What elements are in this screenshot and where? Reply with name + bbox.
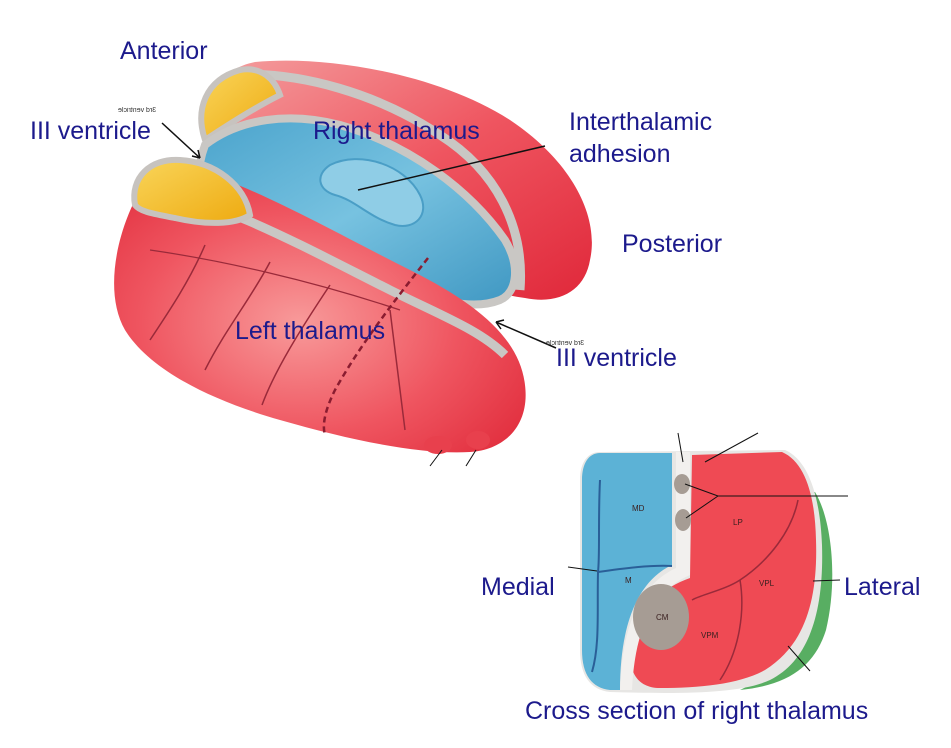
arrow-head-bottom	[495, 319, 505, 330]
interthalamic-adhesion-shape	[319, 158, 425, 227]
nucleus-line	[204, 261, 271, 371]
lamina-dashed	[322, 257, 429, 436]
pointer-line	[812, 579, 841, 582]
division-line	[597, 564, 673, 573]
pointer-line	[677, 432, 684, 463]
nucleus-line	[389, 309, 406, 431]
pointer-line	[685, 495, 719, 519]
label-posterior: Posterior	[622, 230, 723, 258]
pointer-line	[465, 449, 477, 467]
right-pulvinar-yellow	[198, 66, 284, 145]
small-nucleus-2	[675, 509, 691, 531]
pointer-line	[704, 432, 759, 463]
mirrored-tag-top: 3rd ventricle	[118, 107, 157, 114]
label-m: M	[625, 576, 632, 585]
geniculate-bump	[424, 436, 452, 454]
left-thalamus	[114, 156, 526, 467]
label-vpl: VPL	[759, 579, 775, 588]
nucleus-line	[149, 244, 206, 341]
label-iii-ventricle-top: III ventricle	[30, 117, 151, 145]
nucleus-line	[149, 249, 401, 311]
left-thalamus-body	[114, 165, 526, 453]
label-interthalamic-line1: Interthalamic	[569, 108, 713, 136]
arrow-head-top	[191, 149, 201, 159]
label-right-thalamus: Right thalamus	[313, 117, 480, 145]
label-iii-ventricle-bottom: III ventricle	[556, 344, 677, 372]
division-line	[591, 479, 601, 673]
pointer-line	[429, 449, 443, 467]
arrow-iii-ventricle-top	[161, 122, 201, 159]
cm-nucleus	[633, 584, 689, 650]
label-lp: LP	[733, 518, 743, 527]
division-line	[691, 499, 799, 601]
right-thalamus-rim	[229, 69, 526, 291]
label-lateral: Lateral	[844, 573, 921, 601]
medial-blue-region	[582, 453, 672, 690]
label-vpm: VPM	[701, 631, 719, 640]
arrow-iii-ventricle-bottom	[495, 321, 557, 349]
pointer-line	[787, 645, 811, 672]
label-cm: CM	[656, 613, 669, 622]
left-pulvinar-yellow	[131, 156, 254, 226]
nucleus-line	[261, 284, 331, 406]
cross-section: MD LP M VPL CM VPM	[567, 432, 848, 693]
capsule-green	[740, 492, 833, 690]
label-medial: Medial	[481, 573, 555, 601]
label-anterior: Anterior	[120, 37, 208, 65]
label-interthalamic-line2: adhesion	[569, 140, 671, 168]
geniculate-bump	[466, 431, 490, 449]
label-cross-section: Cross section of right thalamus	[525, 697, 869, 725]
label-left-thalamus: Left thalamus	[235, 317, 386, 345]
pointer-line	[684, 483, 719, 497]
top-pointers	[161, 122, 557, 349]
label-md: MD	[632, 504, 645, 513]
pointer-line	[567, 566, 598, 572]
division-line	[719, 579, 743, 681]
interthalamic-pointer	[357, 145, 546, 191]
small-nucleus-1	[674, 474, 690, 494]
